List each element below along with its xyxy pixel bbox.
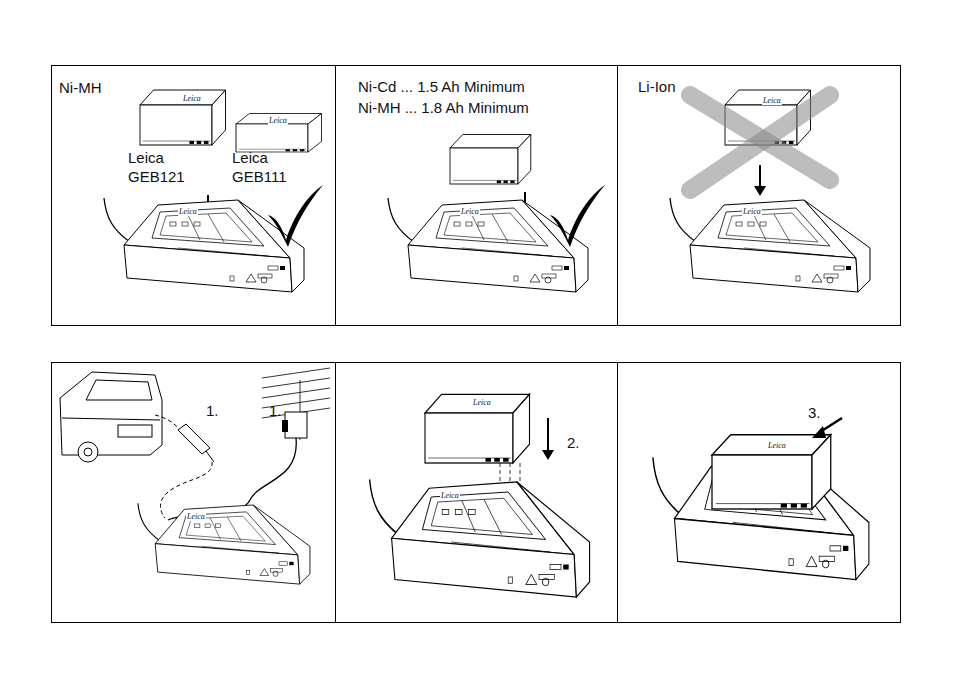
panel-label: Li-Ion bbox=[638, 77, 676, 96]
callout-number: 2. bbox=[567, 433, 580, 452]
brand-logo: Leica bbox=[460, 207, 480, 216]
callout-number: 3. bbox=[808, 403, 821, 422]
panel-label: Leica GEB121 bbox=[128, 148, 190, 186]
brand-logo: Leica bbox=[742, 207, 762, 216]
step-panel: Ni-MH Leica GEB121 Leica GEB111 bbox=[51, 65, 336, 326]
step-panel: Ni-Cd ... 1.5 Ah MinimumNi-MH ... 1.8 Ah… bbox=[335, 65, 618, 326]
step-panel: 3. bbox=[617, 362, 901, 623]
brand-logo: Leica bbox=[472, 398, 492, 407]
brand-logo: Leica bbox=[182, 94, 202, 103]
brand-logo: Leica bbox=[440, 491, 460, 500]
brand-logo: Leica bbox=[268, 116, 288, 125]
step-panel: 1. 1. bbox=[51, 362, 336, 623]
brand-logo: Leica bbox=[767, 441, 787, 450]
callout-number: 1. bbox=[206, 401, 219, 420]
panel-label: Leica GEB111 bbox=[232, 148, 294, 186]
brand-logo: Leica bbox=[186, 512, 206, 521]
callout-number: 1. bbox=[269, 401, 282, 420]
panel-label: Ni-MH ... 1.8 Ah Minimum bbox=[358, 98, 529, 117]
brand-logo: Leica bbox=[178, 207, 198, 216]
brand-logo: Leica bbox=[762, 96, 782, 105]
step-panel: Li-Ion bbox=[617, 65, 901, 326]
panel-label: Ni-MH bbox=[59, 78, 102, 97]
panel-label: Ni-Cd ... 1.5 Ah Minimum bbox=[358, 77, 525, 96]
